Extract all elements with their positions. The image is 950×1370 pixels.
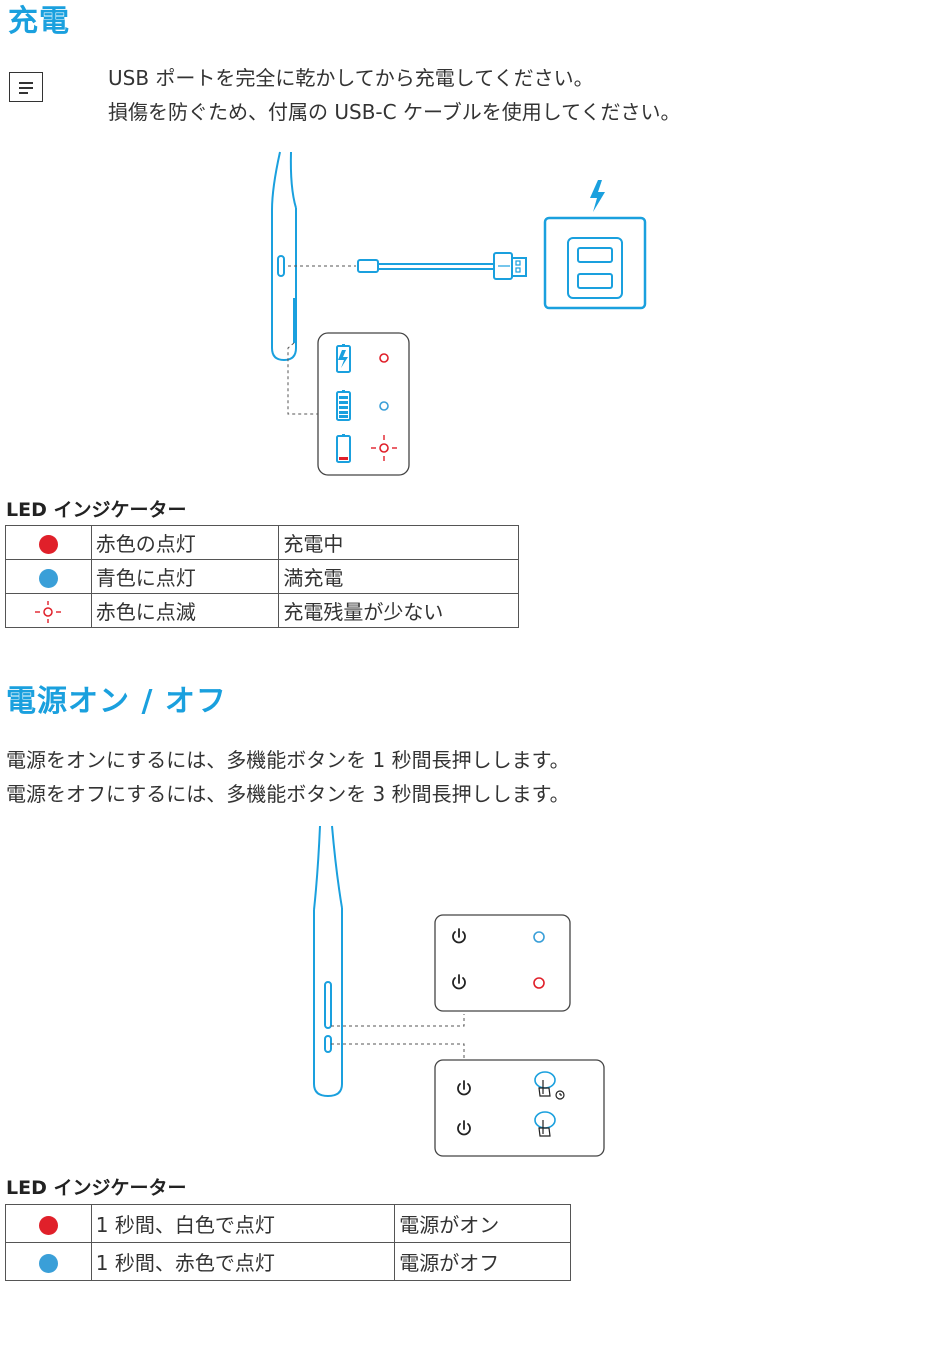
led-meaning: 満充電 (279, 560, 519, 594)
blue-dot-icon (39, 1254, 58, 1273)
led-red-ring (534, 978, 544, 988)
charging-led-table: 赤色の点灯 充電中 青色に点灯 満充電 赤色に点滅 充電残量が少ない (5, 525, 519, 628)
blue-dot-icon (39, 569, 58, 588)
usb-c-plug (358, 260, 378, 272)
table-row: 赤色の点灯 充電中 (6, 526, 519, 560)
red-dot-icon (39, 535, 58, 554)
led-state: 赤色に点滅 (91, 594, 279, 628)
note-icon (9, 72, 43, 102)
press-icon (535, 1112, 555, 1128)
neckband-body (272, 208, 296, 360)
note-line-1: USB ポートを完全に乾かしてから充電してください。 (108, 61, 681, 95)
led-status-box (435, 915, 570, 1011)
power-bolt-icon (590, 180, 605, 212)
usb-c-port (278, 256, 284, 276)
power-led-table: 1 秒間、白色で点灯 電源がオン 1 秒間、赤色で点灯 電源がオフ (5, 1204, 571, 1281)
press-hold-icon (535, 1072, 555, 1088)
charging-note: USB ポートを完全に乾かしてから充電してください。 損傷を防ぐため、付属の U… (108, 61, 681, 129)
note-line-2: 損傷を防ぐため、付属の USB-C ケーブルを使用してください。 (108, 95, 681, 129)
led-meaning: 電源がオフ (395, 1243, 571, 1281)
led-meaning: 電源がオン (395, 1205, 571, 1243)
volume-button (325, 982, 331, 1028)
table-row: 1 秒間、白色で点灯 電源がオン (6, 1205, 571, 1243)
neckband-left-edge (272, 152, 280, 210)
led-blink-ring (380, 444, 388, 452)
led-state: 青色に点灯 (91, 560, 279, 594)
charging-led-heading: LED インジケーター (6, 495, 186, 522)
charging-bolt-icon (338, 350, 348, 368)
red-dot-icon (39, 1216, 58, 1235)
led-red-ring (380, 354, 388, 362)
button-action-box (435, 1060, 604, 1156)
power-off-instruction: 電源をオフにするには、多機能ボタンを 3 秒間長押しします。 (6, 777, 570, 811)
hand-icon (539, 1120, 550, 1136)
charging-illustration (260, 148, 660, 483)
led-status-box (318, 333, 409, 475)
led-meaning: 充電残量が少ない (279, 594, 519, 628)
charging-title: 充電 (8, 4, 70, 40)
power-instructions: 電源をオンにするには、多機能ボタンを 1 秒間長押しします。 電源をオフにするに… (6, 743, 570, 811)
table-row: 1 秒間、赤色で点灯 電源がオフ (6, 1243, 571, 1281)
neckband-body (314, 908, 342, 1096)
multi-function-button (325, 1036, 331, 1052)
hand-icon (539, 1080, 550, 1096)
power-title: 電源オン / オフ (6, 684, 227, 720)
neckband-right-edge (291, 152, 296, 208)
led-state: 赤色の点灯 (91, 526, 279, 560)
power-illustration (300, 822, 620, 1162)
power-led-heading: LED インジケーター (6, 1173, 186, 1200)
table-row: 赤色に点滅 充電残量が少ない (6, 594, 519, 628)
led-state: 1 秒間、赤色で点灯 (91, 1243, 395, 1281)
power-on-instruction: 電源をオンにするには、多機能ボタンを 1 秒間長押しします。 (6, 743, 570, 777)
led-blue-ring (380, 402, 388, 410)
led-state: 1 秒間、白色で点灯 (91, 1205, 395, 1243)
table-row: 青色に点灯 満充電 (6, 560, 519, 594)
led-meaning: 充電中 (279, 526, 519, 560)
blinking-red-icon (33, 601, 63, 623)
led-blue-ring (534, 932, 544, 942)
